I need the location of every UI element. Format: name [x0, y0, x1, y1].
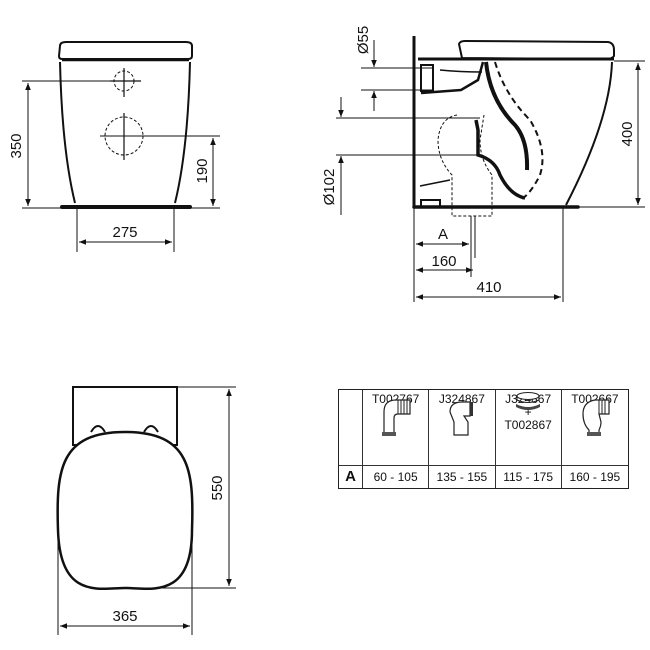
dim-160: 160	[431, 253, 456, 270]
dim-a: A	[438, 226, 448, 243]
connector-table: T002767 J324867 J324867 + T002867 T00266…	[338, 389, 629, 489]
offset-connector-icon	[449, 401, 473, 436]
dim-365: 365	[112, 608, 137, 625]
dim-550: 550	[209, 475, 226, 500]
dim-190: 190	[194, 158, 211, 183]
range-cell: 60 - 105	[363, 466, 430, 488]
side-view	[336, 36, 645, 302]
front-view	[22, 41, 220, 252]
table-corner-cell	[339, 390, 363, 466]
dim-350: 350	[8, 133, 25, 158]
seal-ring-icon	[516, 392, 541, 410]
dim-d55: Ø55	[355, 26, 372, 54]
table-header-cell: J324867 + T002867	[495, 390, 562, 466]
range-cell: 135 - 155	[429, 466, 496, 488]
s-trap-connector-icon	[582, 399, 610, 436]
connector-code: J324867	[438, 392, 485, 406]
range-cell: 160 - 195	[569, 470, 621, 484]
dim-275: 275	[112, 224, 137, 241]
connector-code-2: T002867	[504, 418, 552, 432]
table-header-cell: J324867	[429, 390, 496, 466]
dim-410: 410	[476, 279, 501, 296]
range-cell: 115 - 175	[496, 466, 562, 488]
top-view	[56, 386, 236, 635]
elbow-connector-icon	[381, 399, 411, 436]
table-header-cell: T002767	[363, 390, 430, 466]
dim-d102: Ø102	[321, 169, 338, 206]
table-header-cell: T002667	[561, 390, 628, 466]
plus-sign: +	[524, 405, 532, 419]
dim-400: 400	[619, 121, 636, 146]
row-label-a: A	[339, 466, 363, 488]
